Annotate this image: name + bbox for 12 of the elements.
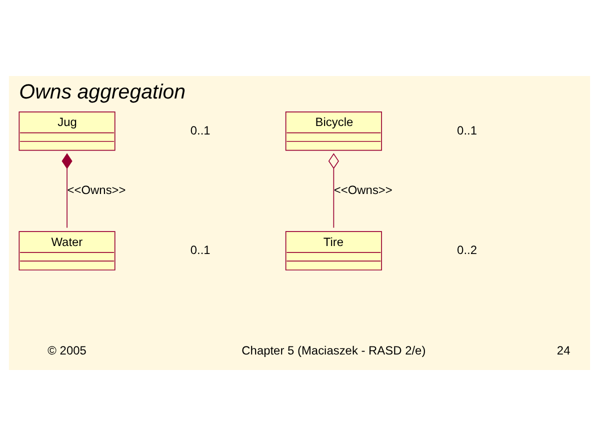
diagram-title: Owns aggregation [19, 80, 186, 104]
edge-label: <<Owns>> [67, 183, 126, 198]
label: Chapter 5 (Maciaszek - RASD 2/e) [242, 343, 426, 358]
label: © 2005 [48, 343, 86, 358]
label: 0..1 [190, 123, 210, 138]
connector [62, 153, 72, 228]
edge-label: <<Owns>> [334, 183, 392, 198]
label: 0..1 [190, 242, 210, 257]
label: 0..1 [457, 123, 477, 138]
connector [328, 153, 339, 228]
label: 24 [556, 343, 570, 358]
label: 0..2 [457, 242, 477, 257]
